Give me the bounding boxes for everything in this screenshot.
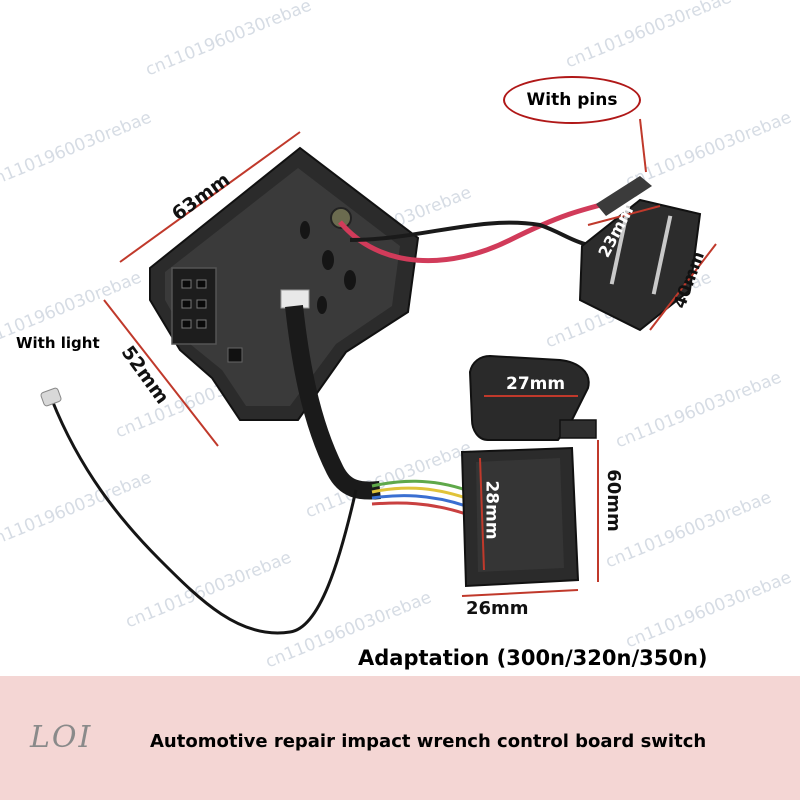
- dimension-lines: [103, 118, 717, 597]
- brand-logo: LOI: [30, 720, 93, 755]
- with-pins-callout: With pins: [503, 76, 641, 124]
- trigger-body-label: 28mm: [481, 480, 502, 540]
- trigger-height-label: 60mm: [602, 469, 624, 532]
- with-light-label: With light: [16, 334, 100, 352]
- pin-connector: [578, 176, 702, 332]
- adaptation-label: Adaptation (300n/320n/350n): [358, 646, 708, 670]
- trigger-top-label: 27mm: [506, 374, 566, 394]
- trigger-switch: [460, 354, 597, 588]
- with-pins-label: With pins: [526, 90, 618, 110]
- led-light: [40, 387, 62, 407]
- banner-title: Automotive repair impact wrench control …: [150, 731, 707, 752]
- trigger-base-label: 26mm: [466, 598, 529, 619]
- control-board: [149, 146, 420, 421]
- title-banner: [0, 676, 800, 800]
